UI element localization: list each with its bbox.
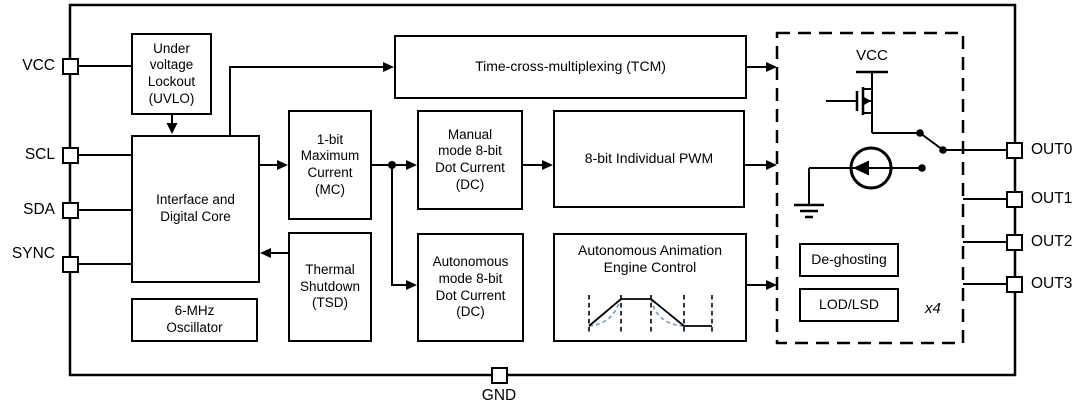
pin-label-vcc: VCC [22, 57, 55, 74]
current-arrow-icon [853, 160, 869, 176]
output-stage-vcc-label: VCC [856, 47, 888, 64]
arrowhead-down-icon [166, 123, 178, 134]
wire-core-to-mc [260, 160, 288, 170]
pin-label-gnd: GND [481, 387, 517, 404]
block-autonomous-dot-current-label: Autonomous mode 8-bit Dot Current (DC) [432, 254, 509, 320]
mosfet-symbol [826, 70, 888, 133]
wire-uvlo-to-core [166, 115, 178, 134]
block-interface-digital-core: Interface and Digital Core [131, 135, 260, 283]
block-deghosting: De-ghosting [799, 243, 899, 277]
block-tcm: Time-cross-multiplexing (TCM) [394, 35, 747, 99]
out-stub-wires [963, 198, 1008, 285]
wire-tsd-to-core [260, 248, 288, 258]
block-individual-pwm-label: 8-bit Individual PWM [584, 150, 714, 167]
pin-out3 [1006, 276, 1023, 293]
pin-out1 [1006, 191, 1023, 208]
pin-label-out1: OUT1 [1031, 190, 1073, 207]
pin-vcc [62, 58, 79, 75]
pin-out0 [1006, 142, 1023, 159]
wire-mc-branch [372, 160, 417, 290]
block-thermal-shutdown-label: Thermal Shutdown (TSD) [299, 261, 361, 311]
pin-out2 [1006, 234, 1023, 251]
block-autonomous-dot-current: Autonomous mode 8-bit Dot Current (DC) [417, 233, 524, 342]
block-uvlo: Under voltage Lockout (UVLO) [131, 33, 212, 115]
block-manual-dot-current-label: Manual mode 8-bit Dot Current (DC) [435, 126, 505, 192]
arrowhead-right-icon [277, 160, 288, 170]
junction-dot [388, 161, 396, 169]
pin-label-out2: OUT2 [1031, 233, 1073, 250]
pin-label-sync: SYNC [11, 245, 55, 262]
arrowhead-right-icon [766, 62, 777, 72]
pin-scl [62, 147, 79, 164]
block-thermal-shutdown: Thermal Shutdown (TSD) [288, 232, 372, 342]
block-oscillator: 6-MHz Oscillator [131, 298, 258, 342]
block-animation-engine-label: Autonomous Animation Engine Control [578, 242, 722, 276]
arrowhead-right-icon [406, 160, 417, 170]
pin-label-sda: SDA [23, 201, 55, 218]
block-lod-lsd-label: LOD/LSD [819, 296, 879, 313]
switch-symbol [872, 129, 1008, 154]
block-oscillator-label: 6-MHz Oscillator [166, 303, 223, 335]
left-pin-wires [79, 65, 131, 265]
block-lod-lsd: LOD/LSD [799, 288, 899, 322]
block-manual-dot-current: Manual mode 8-bit Dot Current (DC) [417, 110, 523, 210]
arrowhead-right-icon [766, 160, 777, 170]
block-interface-digital-core-label: Interface and Digital Core [156, 192, 235, 224]
block-animation-engine: Autonomous Animation Engine Control [553, 233, 747, 342]
arrowhead-right-icon [406, 280, 417, 290]
arrowhead-right-icon [383, 62, 394, 72]
arrowhead-left-icon [260, 248, 271, 258]
ground-symbol [794, 203, 824, 219]
pin-label-out0: OUT0 [1031, 141, 1073, 158]
pin-label-scl: SCL [24, 146, 55, 163]
wires-to-output-stage [745, 62, 777, 290]
block-uvlo-label: Under voltage Lockout (UVLO) [147, 40, 196, 106]
block-deghosting-label: De-ghosting [811, 251, 887, 268]
wire-dc-to-pwm [523, 160, 553, 170]
pin-label-out3: OUT3 [1031, 275, 1073, 292]
pin-sync [62, 256, 79, 273]
current-source-symbol [808, 146, 926, 204]
arrowhead-right-icon [542, 160, 553, 170]
block-tcm-label: Time-cross-multiplexing (TCM) [475, 58, 666, 75]
mosfet-arrow-icon [863, 96, 871, 106]
pin-gnd [491, 367, 508, 384]
block-maximum-current: 1-bit Maximum Current (MC) [288, 110, 372, 220]
pin-sda [62, 202, 79, 219]
block-individual-pwm: 8-bit Individual PWM [553, 110, 745, 208]
output-stage-multiplier-label: x4 [925, 300, 941, 317]
block-maximum-current-label: 1-bit Maximum Current (MC) [300, 131, 360, 197]
arrowhead-right-icon [766, 280, 777, 290]
